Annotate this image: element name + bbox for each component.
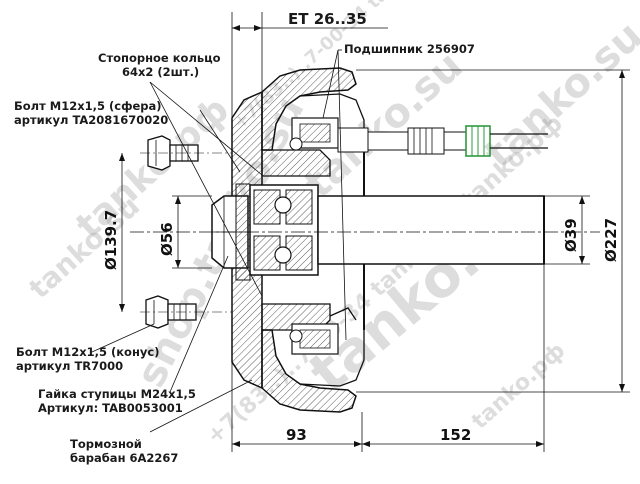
dim-d227: Ø227 (602, 218, 620, 262)
watermark-tanko-rf-bottom: tanko.рф (467, 338, 570, 434)
dim-d56: Ø56 (158, 222, 176, 256)
label-bolt-cone-line1: Болт M12x1,5 (конус) (16, 345, 159, 359)
label-bolt-sphere-line1: Болт M12x1,5 (сфера) (14, 99, 162, 113)
dim-len-93: 93 (286, 426, 307, 444)
dim-d39: Ø39 (562, 218, 580, 252)
bearing-ball-top (274, 196, 292, 214)
leader-lines (91, 49, 347, 433)
bearing (249, 184, 319, 276)
label-bearing: Подшипник 256907 (344, 42, 475, 56)
dim-len-152: 152 (440, 426, 471, 444)
label-drum-line2: барабан 6A2267 (70, 451, 178, 465)
shaft-body (317, 195, 545, 265)
label-bolt-sphere-line2: артикул TA2081670020 (14, 113, 168, 127)
label-snap-ring-line2: 64х2 (2шт.) (122, 65, 199, 79)
axle-shaft (317, 195, 545, 265)
label-hub-nut-line1: Гайка ступицы M24x1,5 (38, 387, 196, 401)
hub-body (261, 149, 331, 177)
drum-shell-bottom (261, 329, 357, 413)
label-hub-nut-line2: Артикул: TAB0053001 (38, 401, 183, 415)
lower-shoe-mechanism (289, 307, 357, 355)
watermark-tanko-su-right: tanko.su (476, 13, 640, 178)
label-snap-ring-line1: Стопорное кольцо (98, 51, 221, 65)
dim-d139: Ø139.7 (102, 210, 120, 270)
drum-shell-top (261, 67, 357, 151)
bearing-ball-bottom (274, 246, 292, 264)
drum-rim-bottom (299, 330, 365, 387)
label-drum-line1: Тормозной (70, 437, 142, 451)
dimension-lines (119, 12, 630, 452)
label-bolt-cone-line2: артикул TR7000 (16, 359, 123, 373)
label-et: ET 26..35 (288, 10, 367, 28)
center-lines (130, 152, 600, 313)
wheel-cylinder (289, 117, 548, 157)
labels: ET 26..35 Подшипник 256907 Стопорное кол… (14, 10, 620, 465)
